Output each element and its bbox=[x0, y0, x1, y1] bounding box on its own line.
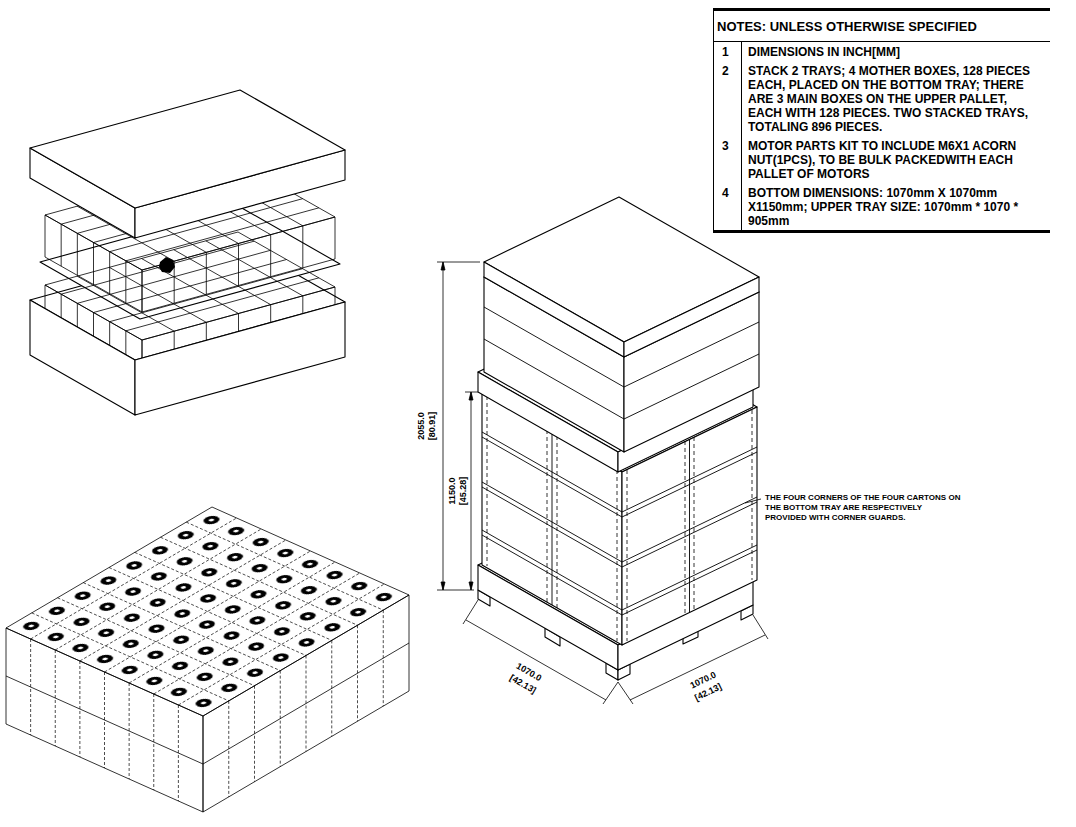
pallet-stack-view bbox=[478, 197, 759, 680]
notes-row: 4BOTTOM DIMENSIONS: 1070mm X 1070mm X115… bbox=[714, 183, 1050, 230]
loaded-tray-view bbox=[6, 507, 409, 812]
dimension-value: 1150.0 bbox=[447, 477, 457, 504]
notes-heading: NOTES: UNLESS OTHERWISE SPECIFIED bbox=[714, 11, 1050, 42]
note-text: STACK 2 TRAYS; 4 MOTHER BOXES, 128 PIECE… bbox=[742, 61, 1050, 136]
dimension-value: [80.91] bbox=[427, 412, 437, 441]
note-number: 2 bbox=[714, 61, 742, 136]
dimension-lines bbox=[437, 262, 768, 704]
dimension-value: 2055.0 bbox=[416, 412, 426, 440]
exploded-tray-view bbox=[30, 90, 345, 415]
note-text: BOTTOM DIMENSIONS: 1070mm X 1070mm X1150… bbox=[742, 183, 1050, 230]
note-number: 3 bbox=[714, 136, 742, 183]
note-text: MOTOR PARTS KIT TO INCLUDE M6X1 ACORN NU… bbox=[742, 136, 1050, 183]
note-text: DIMENSIONS IN INCH[MM] bbox=[742, 42, 1050, 61]
notes-row: 2STACK 2 TRAYS; 4 MOTHER BOXES, 128 PIEC… bbox=[714, 61, 1050, 136]
notes-box: NOTES: UNLESS OTHERWISE SPECIFIED1DIMENS… bbox=[713, 8, 1050, 233]
notes-row: 3MOTOR PARTS KIT TO INCLUDE M6X1 ACORN N… bbox=[714, 136, 1050, 183]
note-number: 4 bbox=[714, 183, 742, 230]
notes-row: 1DIMENSIONS IN INCH[MM] bbox=[714, 42, 1050, 61]
dimension-value: [45.28] bbox=[458, 477, 468, 506]
note-number: 1 bbox=[714, 42, 742, 61]
callout-note: THE FOUR CORNERS OF THE FOUR CARTONS ON … bbox=[765, 493, 965, 523]
